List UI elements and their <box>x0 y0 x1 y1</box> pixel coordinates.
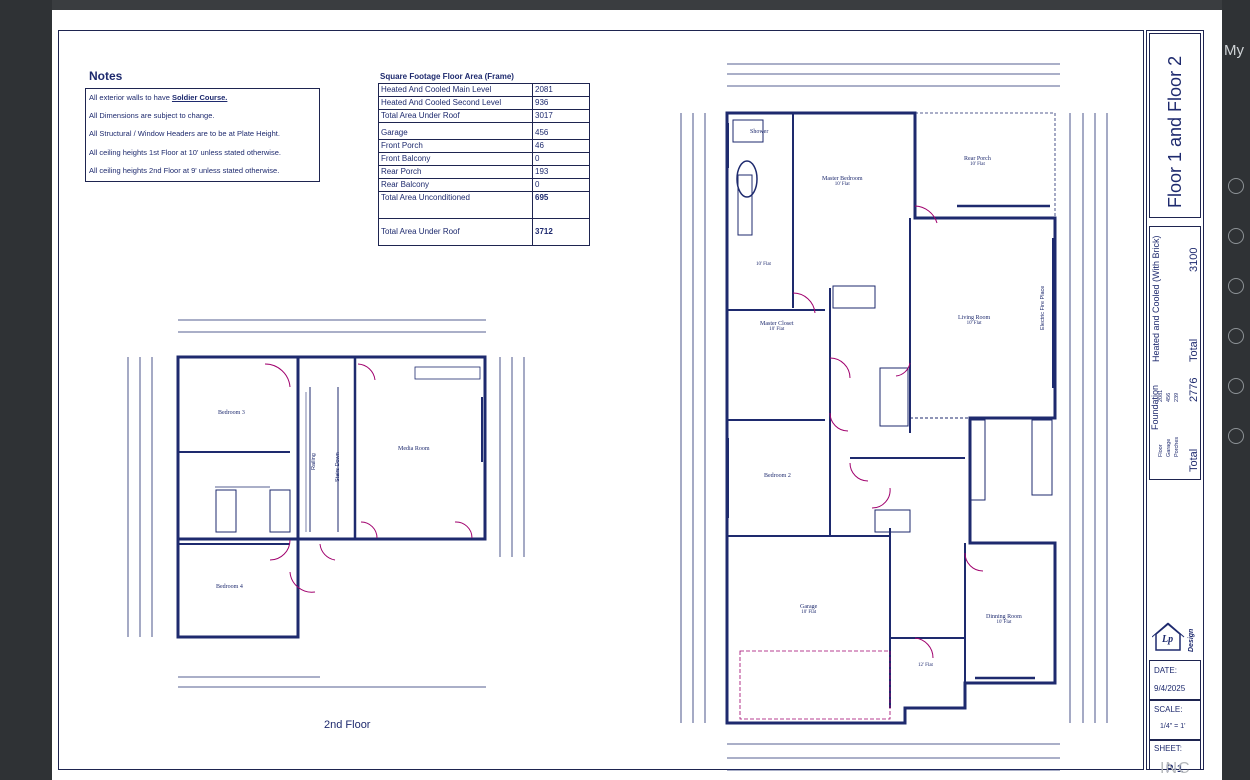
logo-mark: Lp <box>1162 634 1174 645</box>
area-value: 2081 <box>532 83 590 97</box>
room-label: 10' Flat <box>756 262 771 267</box>
room-label: Shower <box>750 129 769 135</box>
area-value: 3017 <box>532 109 590 123</box>
heated-total-value: 3100 <box>1188 247 1200 272</box>
logo-word: Design <box>1188 628 1195 652</box>
sheet-title-box <box>1149 33 1201 218</box>
date-box <box>1149 660 1201 700</box>
area-label: Front Balcony <box>378 152 533 166</box>
room-label: Bedroom 2 <box>764 473 791 479</box>
background-radio-icon <box>1228 328 1244 344</box>
heated-total-label: Total <box>1188 338 1200 362</box>
drawing-frame <box>58 30 1144 770</box>
date-value: 9/4/2025 <box>1154 684 1186 693</box>
area-label: Total Area Unconditioned <box>378 191 533 219</box>
area-label: Front Porch <box>378 139 533 153</box>
sheet-label: SHEET: <box>1154 744 1183 753</box>
area-value: 46 <box>532 139 590 153</box>
background-radio-icon <box>1228 428 1244 444</box>
house-logo-icon <box>1152 622 1185 651</box>
area-label: Garage <box>378 122 533 140</box>
area-label: Total Area Under Roof <box>378 218 533 246</box>
foundation-total-value: 2776 <box>1188 377 1200 402</box>
note-item: All exterior walls to have Soldier Cours… <box>89 93 228 102</box>
area-label: Rear Balcony <box>378 178 533 192</box>
fireplace-label: Electric Fire Place <box>1040 285 1046 330</box>
area-label: Rear Porch <box>378 165 533 179</box>
note-item: All Structural / Window Headers are to b… <box>89 129 280 138</box>
sheet-title: Floor 1 and Floor 2 <box>1165 55 1185 208</box>
first-floor-plan-drawing <box>680 63 1108 771</box>
scale-value: 1/4" = 1' <box>1160 723 1186 730</box>
area-value: 936 <box>532 96 590 110</box>
foundation-row-value: 239 <box>1174 392 1180 402</box>
foundation-row-label: Porches <box>1174 436 1180 457</box>
scale-box <box>1149 700 1201 740</box>
room-label: Bedroom 4 <box>216 584 243 590</box>
viewer-backdrop-left <box>0 0 52 780</box>
area-value: 193 <box>532 165 590 179</box>
area-value: 0 <box>532 178 590 192</box>
background-radio-icon <box>1228 178 1244 194</box>
foundation-row-value: 2081 <box>1158 389 1164 402</box>
blueprint-sheet[interactable] <box>52 10 1222 780</box>
date-label: DATE: <box>1154 666 1177 675</box>
foundation-row-label: Floor <box>1158 444 1164 457</box>
scale-label: SCALE: <box>1154 705 1183 714</box>
area-value: 456 <box>532 122 590 140</box>
area-label: Heated And Cooled Main Level <box>378 83 533 97</box>
sheet-number-box <box>1149 740 1201 770</box>
note-emphasis: Soldier Course. <box>171 93 228 102</box>
foundation-row-value: 456 <box>1166 392 1172 402</box>
note-item: All ceiling heights 1st Floor at 10' unl… <box>89 148 281 157</box>
background-radio-icon <box>1228 228 1244 244</box>
railing-label: Railing <box>311 453 317 470</box>
sheet-number: P-1 <box>1166 763 1184 775</box>
note-item: All ceiling heights 2nd Floor at 9' unle… <box>89 166 280 175</box>
watermark: INC <box>1160 760 1191 777</box>
room-label: Bedroom 3 <box>218 410 245 416</box>
area-label: Total Area Under Roof <box>378 109 533 123</box>
note-item: All Dimensions are subject to change. <box>89 111 215 120</box>
second-floor-plan-drawing <box>127 319 525 688</box>
area-value: 695 <box>532 191 590 219</box>
background-radio-icon <box>1228 378 1244 394</box>
area-value: 0 <box>532 152 590 166</box>
square-footage-title: Square Footage Floor Area (Frame) <box>380 72 514 81</box>
area-label: Heated And Cooled Second Level <box>378 96 533 110</box>
heated-header: Heated and Cooled (With Brick) <box>1151 235 1161 362</box>
background-corner-text: My <box>1224 42 1244 59</box>
area-summary-box <box>1149 226 1201 480</box>
stairs-label: Stairs Down <box>335 452 341 482</box>
room-label: 12' Flat <box>918 663 933 668</box>
room-label: Media Room <box>398 446 430 452</box>
foundation-row-label: Garage <box>1166 438 1172 457</box>
area-value: 3712 <box>532 218 590 246</box>
background-radio-icon <box>1228 278 1244 294</box>
notes-box: All exterior walls to have Soldier Cours… <box>85 88 320 182</box>
foundation-total-label: Total <box>1188 448 1200 472</box>
floor-label-2nd: 2nd Floor <box>324 719 371 731</box>
notes-title: Notes <box>89 69 123 83</box>
